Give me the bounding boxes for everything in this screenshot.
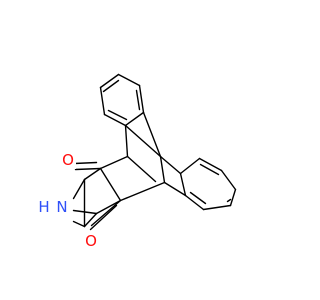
lower-right-benzene-ring [179, 157, 237, 211]
nitrogen-label: N [56, 198, 67, 216]
atom-nitrogen: H N [32, 197, 70, 217]
atom-oxygen-bottom: O [83, 232, 99, 250]
oxygen-top-label: O [62, 151, 74, 169]
molecule-structure: O H N O [32, 73, 237, 250]
oxygen-bottom-label: O [85, 232, 97, 250]
molecule-canvas: O H N O [32, 73, 237, 250]
nitrogen-hydrogen-label: H [38, 198, 49, 216]
atom-oxygen-top: O [60, 151, 76, 169]
bicyclic-framework [72, 111, 187, 231]
upper-benzene-ring [99, 73, 145, 127]
